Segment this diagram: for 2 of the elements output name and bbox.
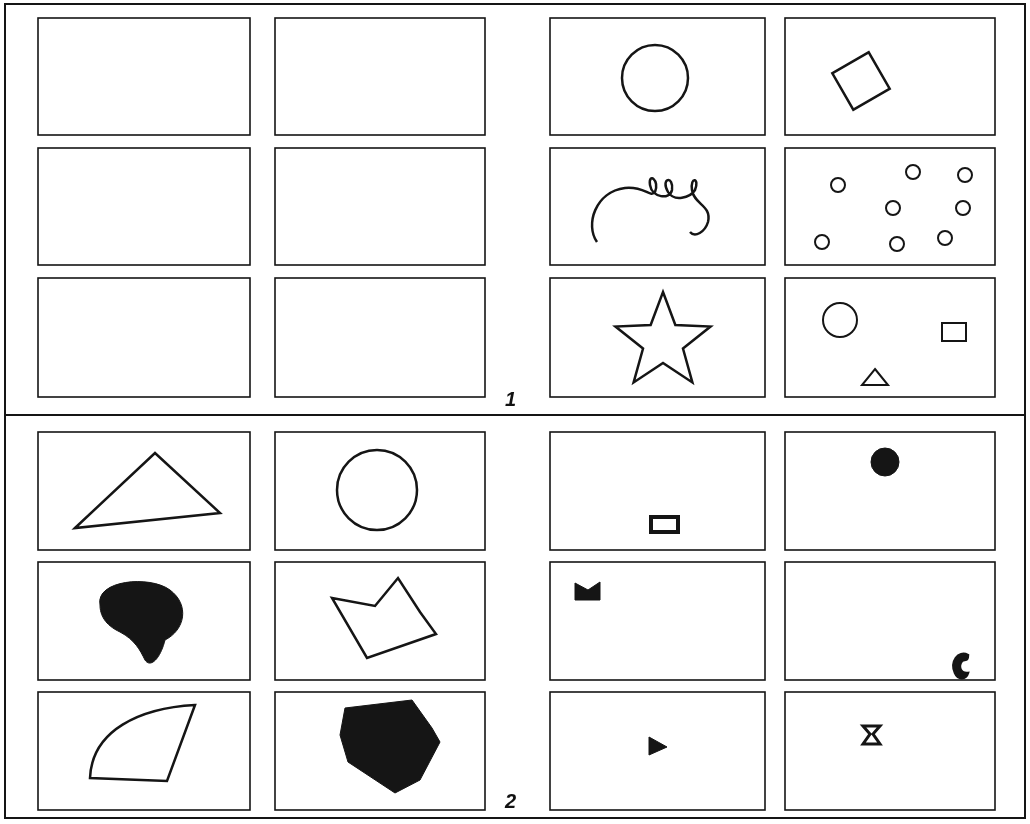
panel-number: 2 [505,790,517,813]
panel-number: 1 [505,388,517,411]
